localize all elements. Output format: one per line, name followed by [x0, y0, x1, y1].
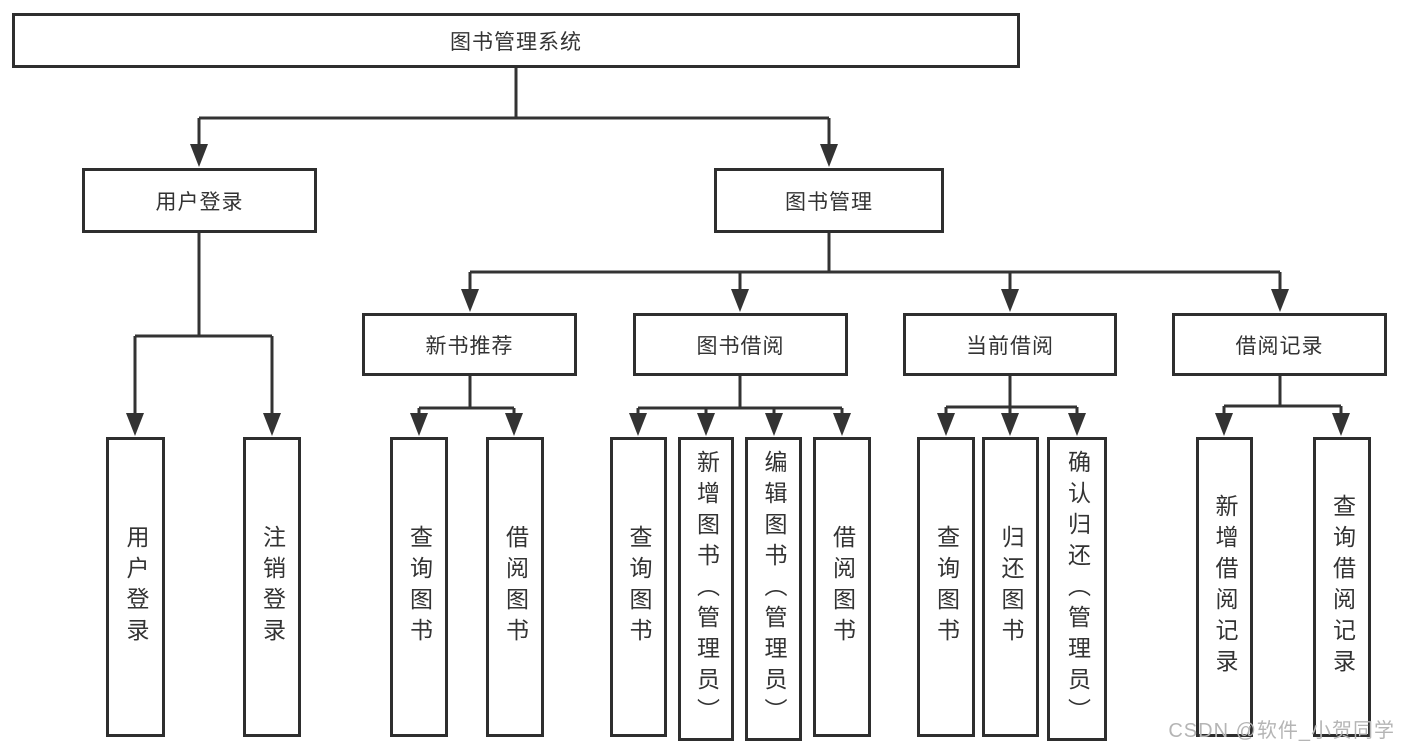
leaf-add-borrow-record: 新增借阅记录 — [1196, 437, 1253, 737]
leaf-return-book: 归还图书 — [982, 437, 1039, 737]
node-new-book-recommend: 新书推荐 — [362, 313, 577, 376]
leaf-edit-book-admin: 编辑图书（管理员） — [745, 437, 802, 741]
leaf-query-book-borrow: 查询图书 — [610, 437, 667, 737]
leaf-confirm-return-admin: 确认归还（管理员） — [1047, 437, 1107, 741]
node-borrow-records: 借阅记录 — [1172, 313, 1387, 376]
leaf-user-login: 用户登录 — [106, 437, 165, 737]
node-user-login: 用户登录 — [82, 168, 317, 233]
leaf-query-borrow-record: 查询借阅记录 — [1313, 437, 1371, 737]
node-current-borrow: 当前借阅 — [903, 313, 1117, 376]
leaf-query-book-recommend: 查询图书 — [390, 437, 448, 737]
leaf-borrow-book-recommend: 借阅图书 — [486, 437, 544, 737]
leaf-add-book-admin: 新增图书（管理员） — [678, 437, 734, 741]
leaf-query-book-current: 查询图书 — [917, 437, 975, 737]
csdn-watermark: CSDN @软件_小贺同学 — [1168, 720, 1395, 742]
arrowheads — [126, 144, 1350, 436]
node-library-system-root: 图书管理系统 — [12, 13, 1020, 68]
node-book-management: 图书管理 — [714, 168, 944, 233]
leaf-borrow-book: 借阅图书 — [813, 437, 871, 737]
leaf-logout: 注销登录 — [243, 437, 301, 737]
node-book-borrow: 图书借阅 — [633, 313, 848, 376]
